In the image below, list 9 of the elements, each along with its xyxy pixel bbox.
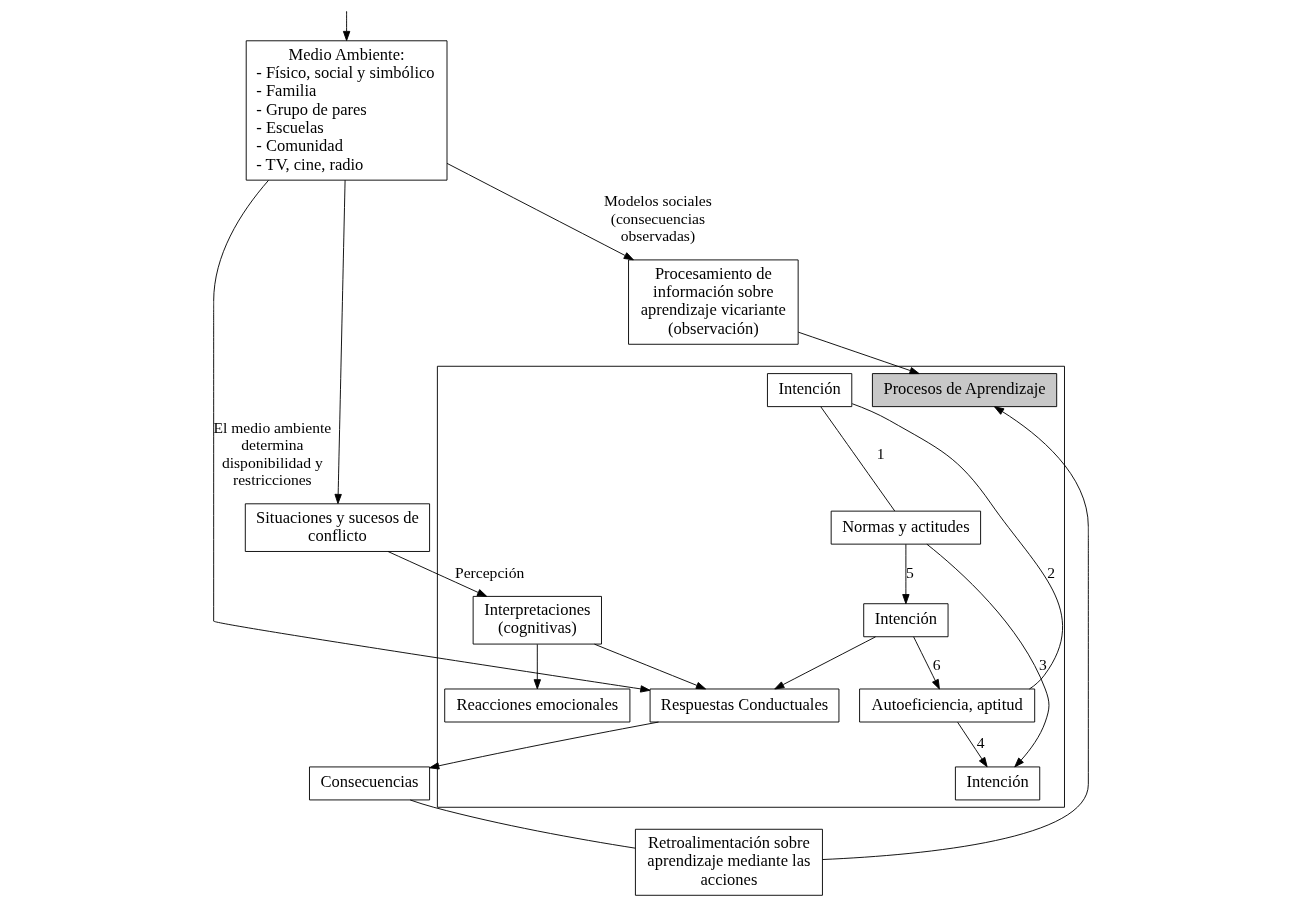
edge-label: 5 bbox=[906, 563, 914, 581]
edge-label: El medio ambiente determina disponibilidad y restricciones bbox=[213, 418, 332, 489]
edge-label: 3 bbox=[1039, 656, 1047, 674]
edge-label: Percepción bbox=[455, 563, 525, 581]
edge-label: 1 bbox=[876, 444, 885, 462]
edge-label: 4 bbox=[976, 734, 985, 752]
edge-label: 6 bbox=[932, 656, 941, 674]
edge-label: Modelos sociales (consecuencias observadas) bbox=[604, 192, 712, 245]
edge-label: 2 bbox=[1047, 563, 1056, 581]
